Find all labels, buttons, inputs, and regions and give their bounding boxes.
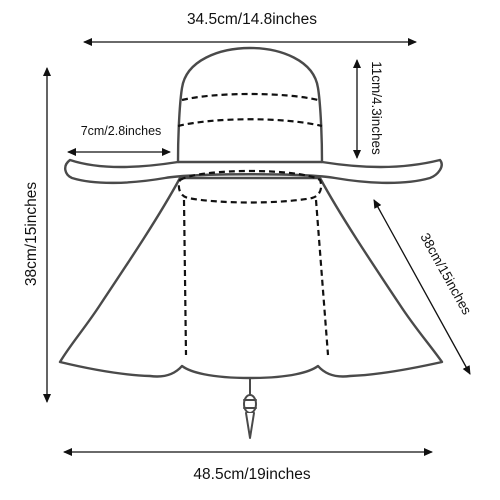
crown-height-label: 11cm/4.3inches [369, 61, 384, 155]
face-opening-stitch [177, 169, 323, 204]
flap-length-arrow [373, 199, 471, 375]
flap-length-label: 38cm/15inches [417, 230, 474, 317]
top-width-label: 34.5cm/14.8inches [187, 11, 317, 28]
crown-outline [176, 46, 324, 164]
dimension-arrows [43, 38, 471, 456]
crown-band-stitch-top [181, 92, 319, 102]
crown-band-stitch-bottom [177, 118, 323, 128]
front-panel-stitch-left [182, 199, 188, 356]
neck-flap-outline [58, 176, 444, 380]
brim-width-label: 7cm/2.8inches [81, 124, 162, 138]
total-height-label: 38cm/15inches [23, 182, 40, 287]
stitch-lines [177, 92, 330, 356]
chin-cord [243, 377, 257, 439]
front-panel-stitch-right [314, 199, 330, 356]
bottom-width-label: 48.5cm/19inches [193, 466, 310, 483]
hat-illustration [58, 46, 444, 439]
